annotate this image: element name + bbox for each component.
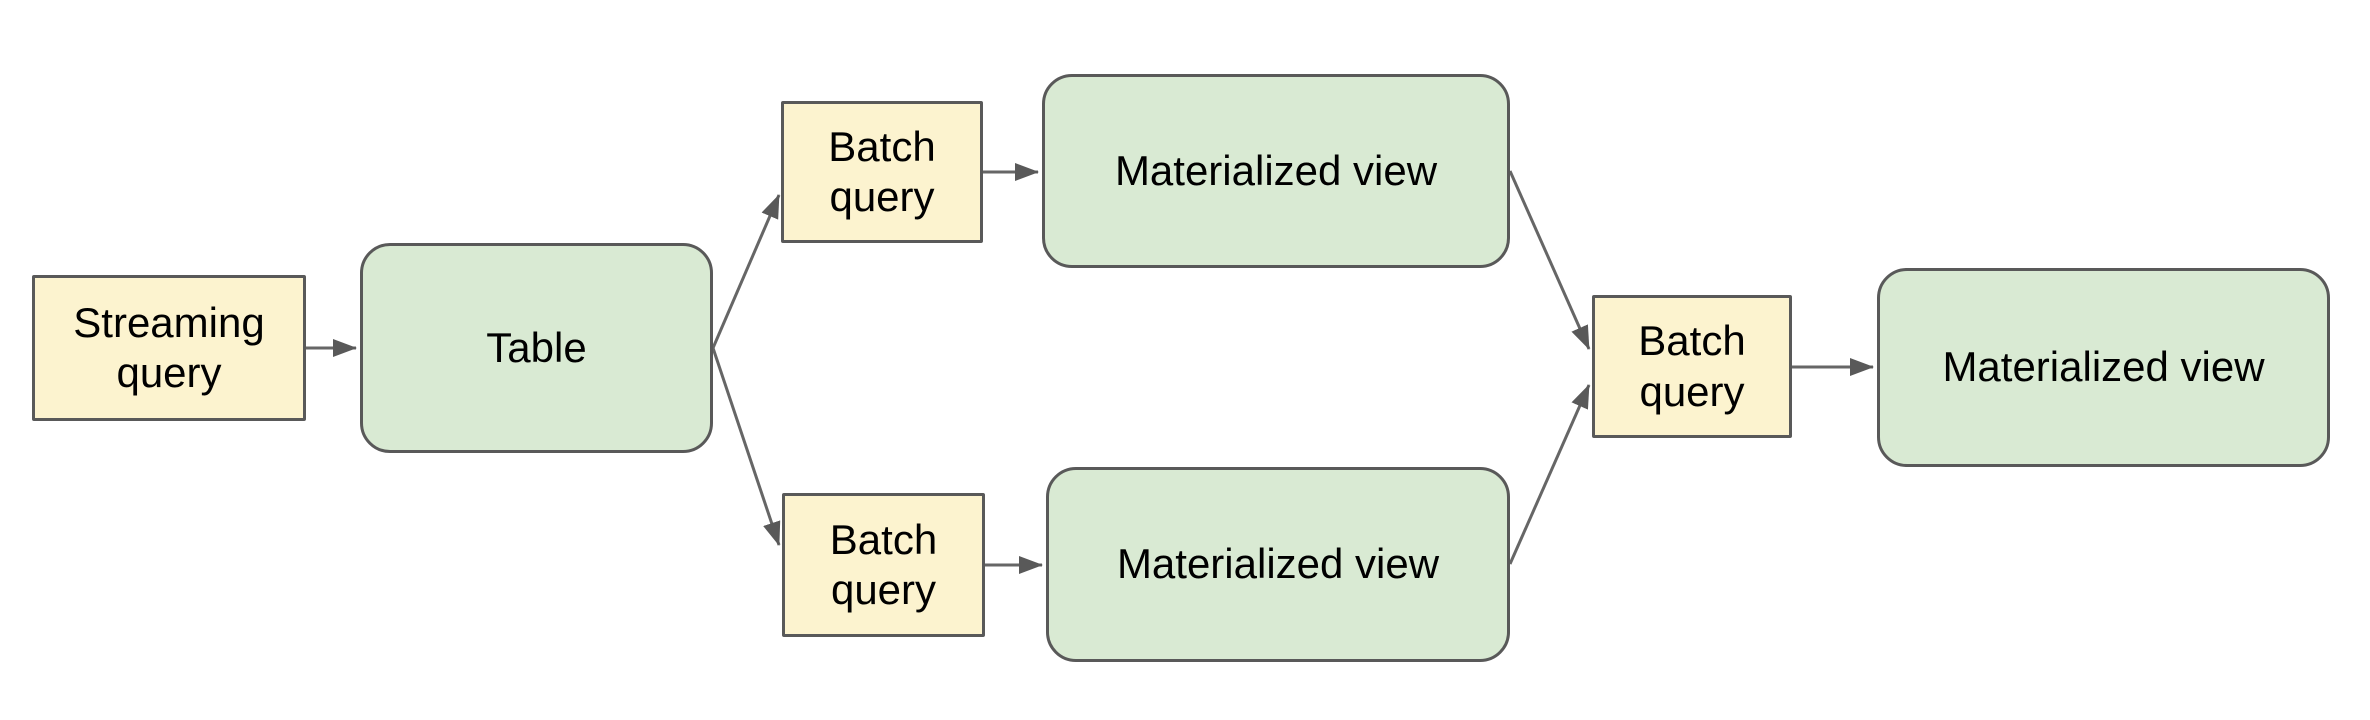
edge-materialized-view-bottom-to-batch-query-right xyxy=(1508,384,1591,565)
node-label: Batch query xyxy=(828,122,936,220)
node-label: Materialized view xyxy=(1942,343,2265,391)
node-label: Batch query xyxy=(829,515,938,613)
node-materialized-view-bottom: Materialized view xyxy=(1046,467,1510,662)
edge-table-to-batch-query-top xyxy=(711,194,781,349)
node-label: Batch query xyxy=(1638,317,1746,415)
node-batch-query-right: Batch query xyxy=(1592,295,1792,438)
node-batch-query-top: Batch query xyxy=(781,101,983,243)
node-label: Materialized view xyxy=(1116,540,1440,588)
node-materialized-view-top: Materialized view xyxy=(1042,74,1510,268)
node-label: Materialized view xyxy=(1114,146,1438,194)
edge-materialized-view-top-to-batch-query-right xyxy=(1508,170,1591,350)
edge-table-to-batch-query-bottom xyxy=(711,347,781,546)
node-streaming-query: Streaming query xyxy=(32,275,306,421)
node-materialized-view-right: Materialized view xyxy=(1877,268,2330,467)
node-table: Table xyxy=(360,243,713,453)
node-label: Streaming query xyxy=(73,298,265,396)
node-label: Table xyxy=(486,323,587,371)
node-batch-query-bottom: Batch query xyxy=(782,493,985,637)
